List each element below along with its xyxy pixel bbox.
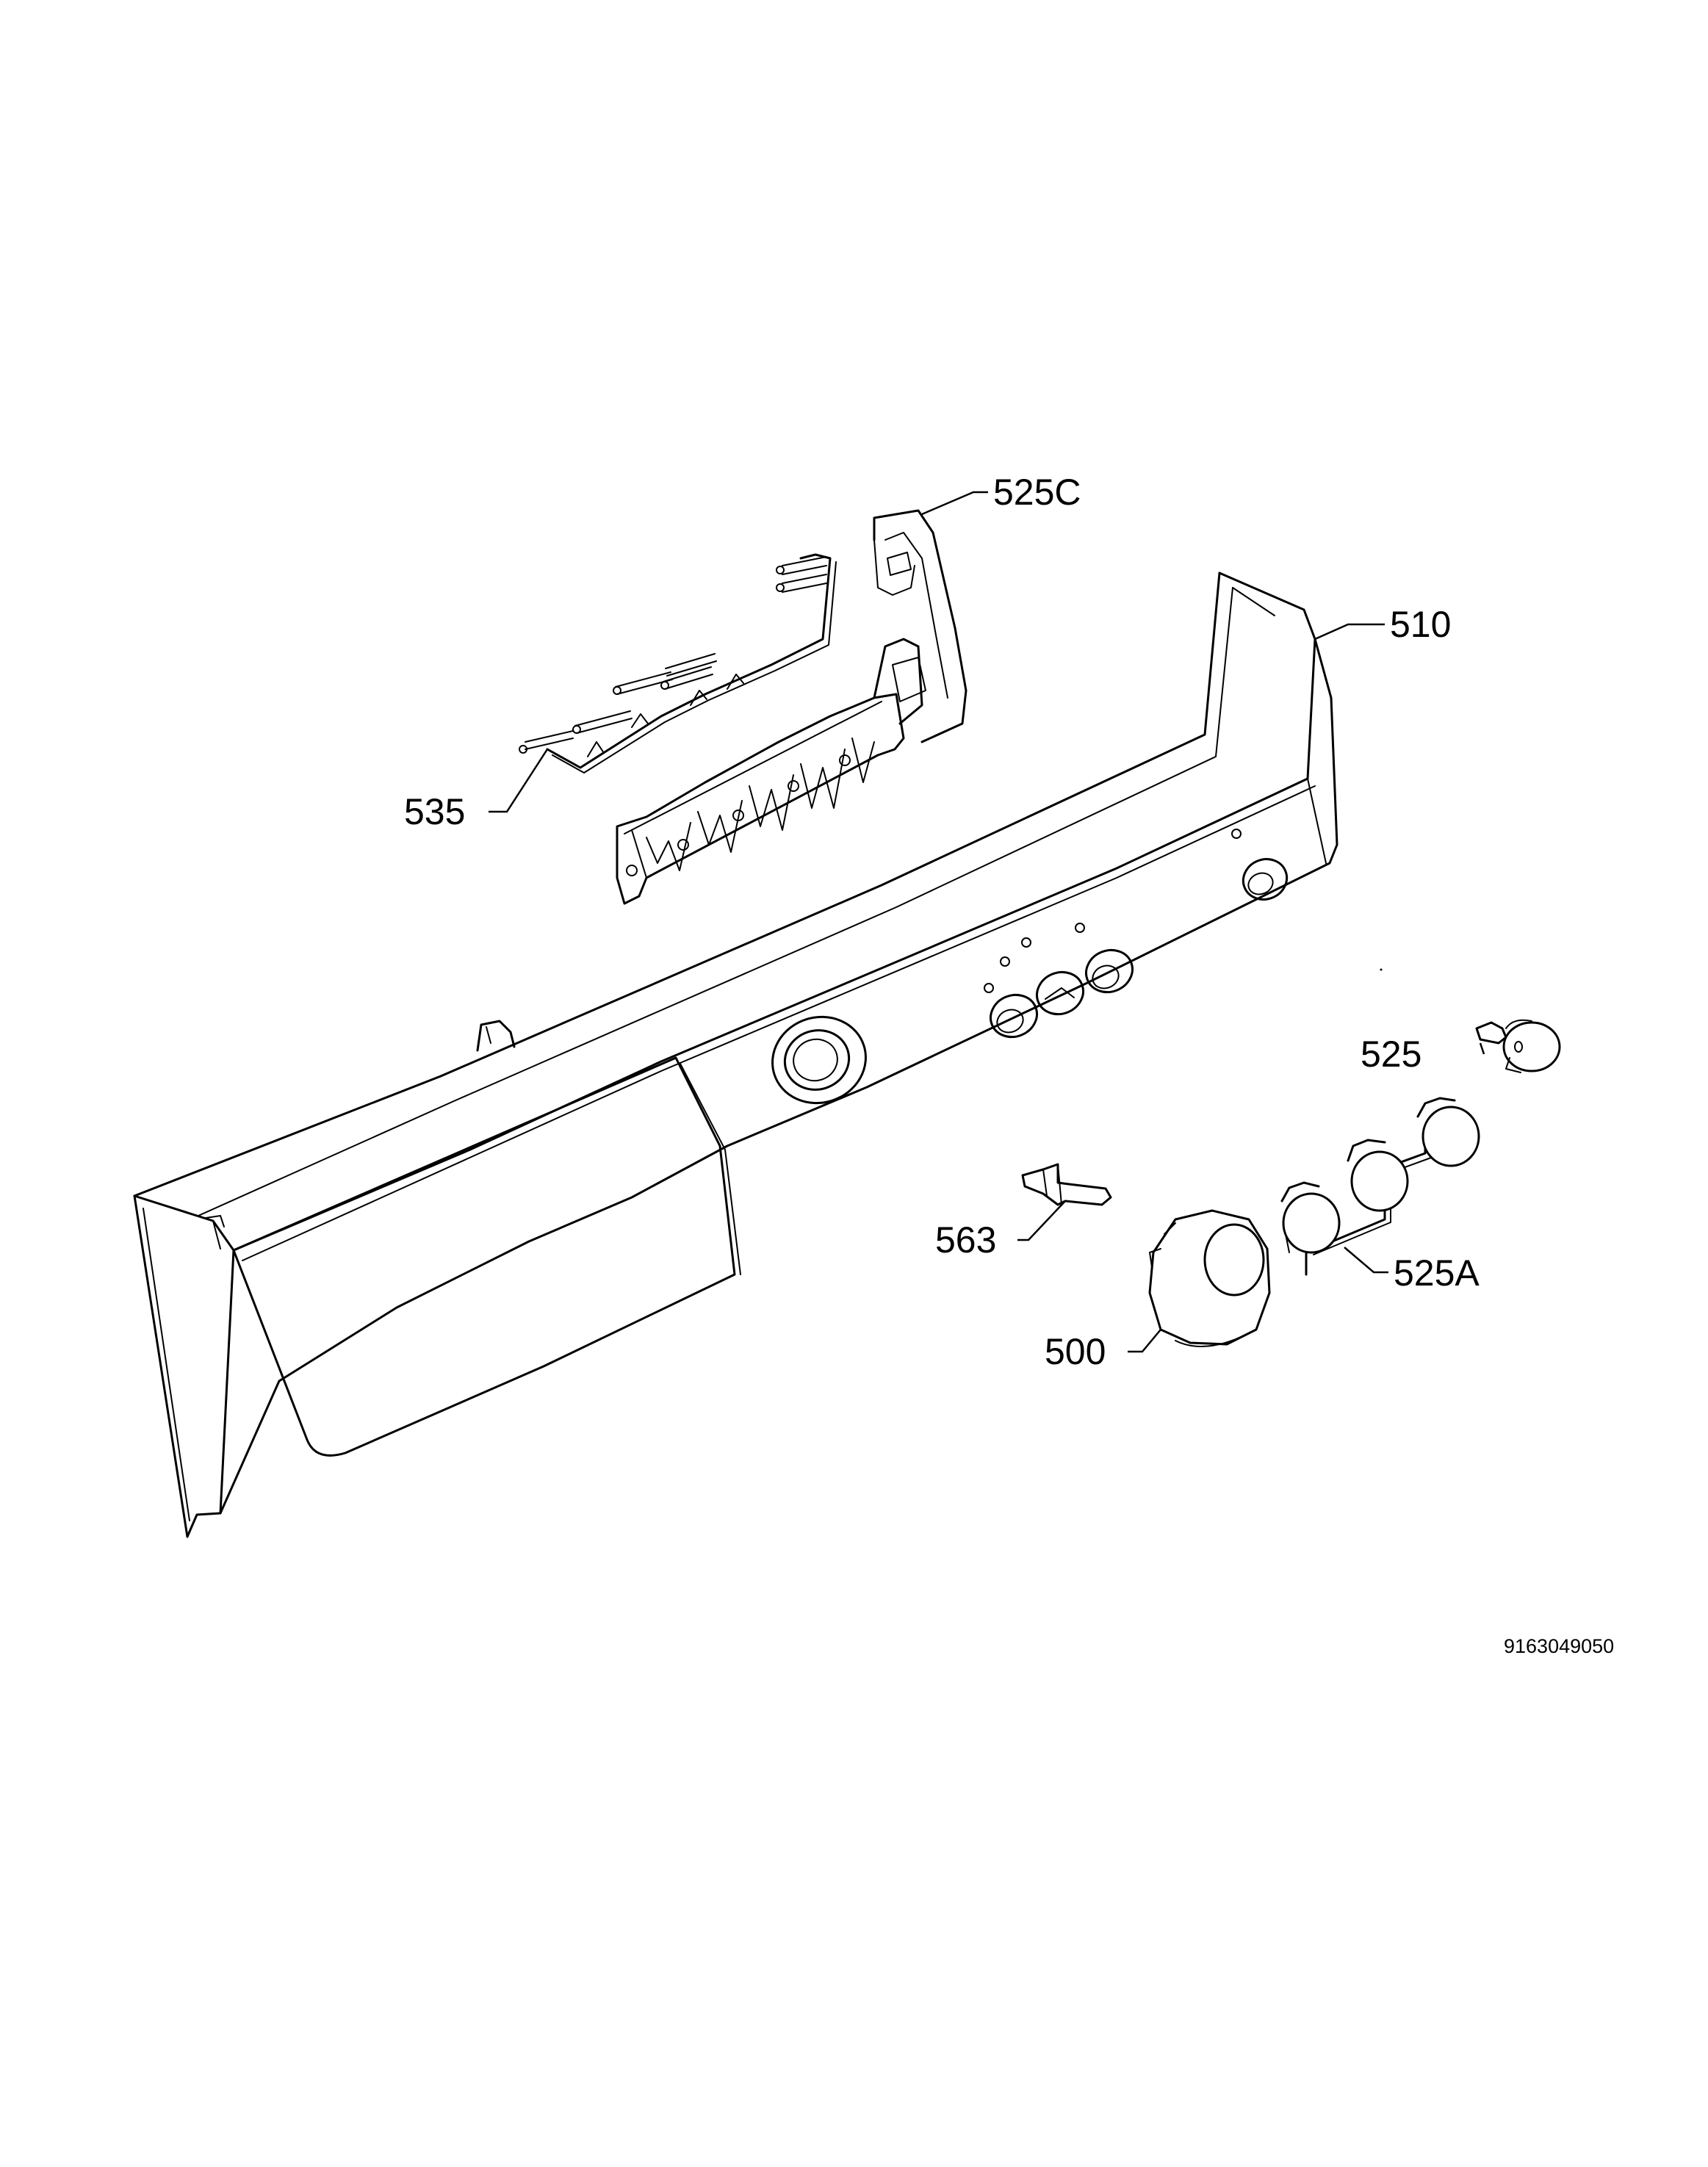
label-563: 563 xyxy=(935,1219,996,1261)
label-535: 535 xyxy=(404,791,465,832)
label-525C: 525C xyxy=(993,472,1081,513)
drawing-number: 9163049050 xyxy=(1504,1635,1614,1657)
leader-lines xyxy=(489,491,1485,1353)
label-500: 500 xyxy=(1045,1331,1106,1372)
light-guide-535 xyxy=(519,553,837,774)
label-510: 510 xyxy=(1390,604,1451,645)
button-525 xyxy=(1475,1019,1561,1073)
label-525A: 525A xyxy=(1394,1252,1480,1294)
button-set-525A xyxy=(1280,1097,1480,1276)
board-holder-525C xyxy=(616,509,967,905)
part-labels: 525C 510 535 525 563 525A 500 9163049050 xyxy=(404,472,1614,1657)
program-knob-500 xyxy=(1148,1209,1271,1347)
control-panel-510 xyxy=(133,572,1383,1538)
label-525: 525 xyxy=(1361,1034,1421,1075)
shaft-563 xyxy=(1021,1163,1112,1206)
